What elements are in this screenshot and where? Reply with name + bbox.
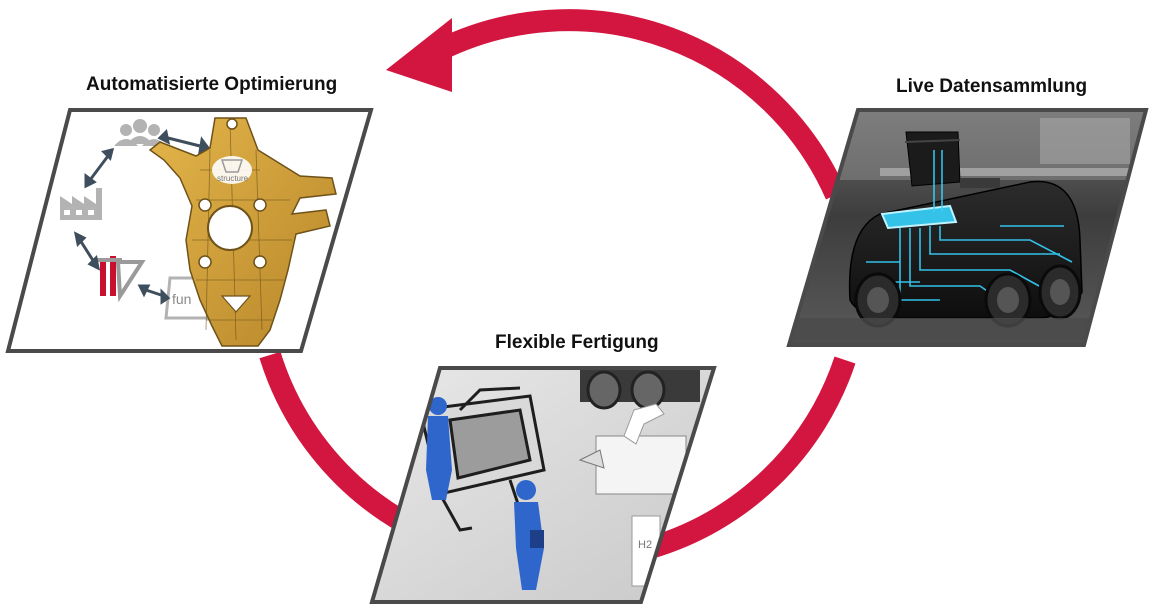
people-icon [114, 119, 166, 146]
panel-live-data [786, 108, 1149, 347]
double-arrow-icons [73, 128, 211, 305]
panel-optimization: fun [5, 108, 374, 353]
label-live-data-collection: Live Datensammlung [896, 76, 1088, 97]
structure-icon: structure [212, 156, 252, 184]
panel-optimization-border [5, 108, 374, 353]
label-automated-optimization: Automatisierte Optimierung [86, 74, 338, 95]
factory-icon [60, 188, 102, 220]
worker-figure-2 [514, 480, 544, 590]
panel-manufacturing-border [369, 366, 717, 604]
vehicle-wheels-image [580, 368, 700, 410]
cycle-arc-left [259, 351, 406, 530]
worker-figure-1 [426, 397, 452, 500]
logo-icon [96, 256, 146, 303]
panel-live-data-border [786, 108, 1149, 347]
panel-manufacturing: H2 [369, 366, 717, 604]
structure-icon-text: structure [217, 174, 249, 183]
robot-arm-image [578, 403, 687, 495]
optimized-bracket-image: structure [148, 117, 337, 347]
cycle-arc-right [646, 356, 856, 559]
hydrogen-label: H2 [638, 539, 652, 551]
cycle-arc-top [435, 9, 847, 200]
function-icon-text: fun [172, 291, 191, 307]
cycle-arrowhead [386, 18, 452, 92]
label-flexible-manufacturing: Flexible Fertigung [495, 332, 659, 353]
autonomous-vehicle-image [848, 131, 1083, 328]
cycle-arrow [259, 9, 856, 559]
